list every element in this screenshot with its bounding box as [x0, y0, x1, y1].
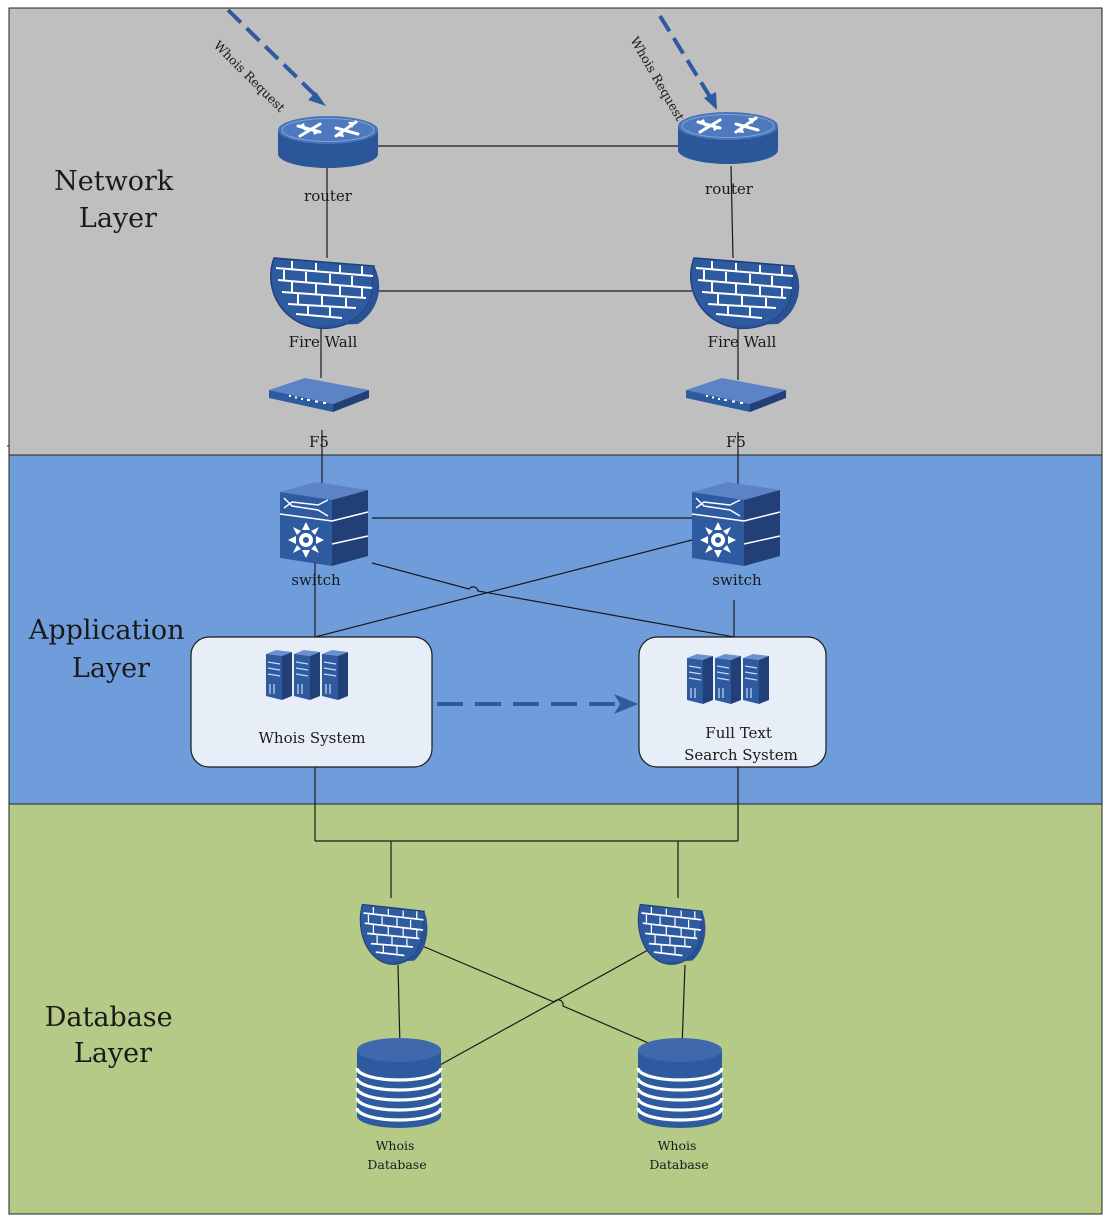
f5-label-left: F5 — [309, 433, 329, 451]
application-layer-label: Application Layer — [28, 615, 193, 684]
server-rack-icon — [265, 649, 349, 701]
database-label-left: Whois Database — [367, 1138, 426, 1172]
router-icon — [676, 110, 780, 166]
switch-label-right: switch — [712, 571, 762, 589]
network-layer-label: Network Layer — [54, 166, 182, 234]
server-rack-icon — [686, 653, 770, 705]
router-label-left: router — [304, 187, 353, 205]
database-icon — [355, 1036, 443, 1130]
firewall-label-right: Fire Wall — [708, 333, 777, 351]
fulltext-system-label: Full Text Search System — [684, 724, 798, 764]
switch-icon — [691, 481, 781, 567]
network-layer-band — [8, 7, 1103, 456]
switch-label-left: switch — [291, 571, 341, 589]
firewall-label-left: Fire Wall — [289, 333, 358, 351]
switch-icon — [279, 481, 369, 567]
database-layer-label: Database Layer — [45, 1002, 182, 1069]
whois-system-label: Whois System — [259, 729, 366, 747]
whois-system-box — [190, 636, 433, 768]
sync-arrow — [437, 694, 638, 714]
connection-lines — [314, 145, 739, 1066]
whois-request-arrow-left — [226, 8, 326, 106]
whois-request-arrow-right — [658, 14, 717, 110]
router-icon — [276, 114, 380, 170]
f5-label-right: F5 — [726, 433, 746, 451]
database-icon — [636, 1036, 724, 1130]
database-label-right: Whois Database — [649, 1138, 708, 1172]
router-label-right: router — [705, 180, 754, 198]
database-layer-band — [8, 803, 1103, 1215]
